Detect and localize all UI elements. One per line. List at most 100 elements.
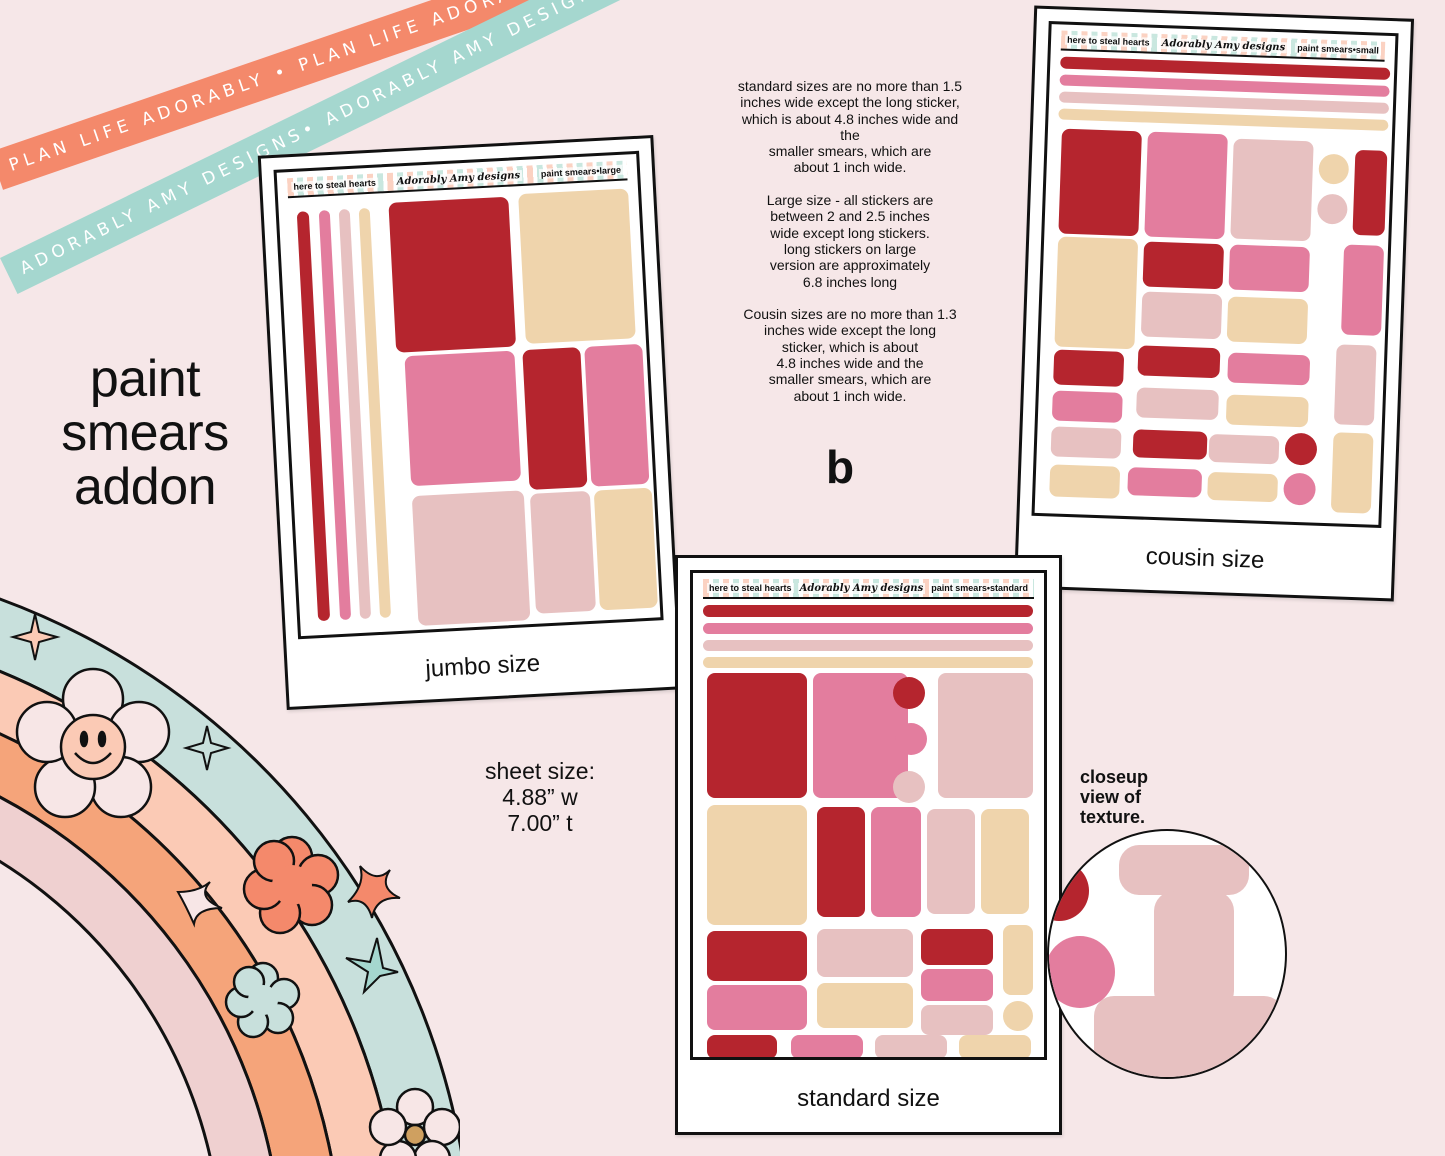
smear-red <box>388 196 517 353</box>
long-smear-tan <box>703 657 1033 668</box>
smear-tan-vertical-thin <box>1003 925 1033 995</box>
closeup-red-dot <box>1049 861 1089 921</box>
smear-pink-wide <box>1051 390 1123 423</box>
brand-logo: Adorably Amy designs <box>797 582 926 594</box>
smear-blush-wide <box>1050 426 1122 459</box>
orange-flower-icon <box>242 835 340 935</box>
sparkle-icon <box>182 725 232 771</box>
dot-blush <box>893 771 925 803</box>
smear-red <box>1058 128 1142 237</box>
long-smear-blush <box>703 640 1033 651</box>
teal-flower-icon <box>224 961 301 1039</box>
smear-pink-zigzag <box>1227 352 1311 386</box>
long-smear-red <box>703 605 1033 617</box>
smear-tan <box>1054 236 1139 350</box>
smear-red-vertical <box>522 347 588 490</box>
sheet-title-right: paint smears•large <box>538 164 624 180</box>
daisy-flower-icon <box>368 1087 460 1156</box>
dot-red <box>1284 432 1318 466</box>
smear-tan-zigzag <box>959 1035 1031 1057</box>
smear-red-zigzag <box>1137 345 1221 379</box>
rainbow-illustration <box>0 580 460 1156</box>
smear-tan-vertical <box>1330 432 1374 514</box>
dot-red <box>893 677 925 709</box>
cousin-size-card: here to steal hearts Adorably Amy design… <box>1013 5 1415 602</box>
smear-pink-wide <box>707 985 807 1030</box>
sheet-title-left: here to steal hearts <box>291 177 379 193</box>
smear-pink <box>1228 244 1311 293</box>
smear-blush-vertical <box>927 809 975 914</box>
smear-pink-vertical <box>1340 244 1385 336</box>
brand-logo: Adorably Amy designs <box>394 169 523 188</box>
star-icon <box>345 937 399 996</box>
smiley-flower-icon <box>15 667 171 819</box>
smear-red-small <box>921 929 993 965</box>
smear-pink-vertical <box>584 343 650 487</box>
sparkle-icon <box>347 865 401 919</box>
sheet-header: here to steal hearts Adorably Amy design… <box>703 579 1034 599</box>
smear-pink-small <box>921 969 993 1001</box>
closeup-blush-smear <box>1119 845 1249 895</box>
smear-blush-vertical <box>1333 344 1377 426</box>
size-description: standard sizes are no more than 1.5 inch… <box>737 78 963 404</box>
sheet-size-label: sheet size: 4.88” w 7.00” t <box>485 758 595 836</box>
jumbo-sticker-sheet: here to steal hearts Adorably Amy design… <box>273 150 664 640</box>
dot-pink <box>1283 472 1317 506</box>
standard-sticker-sheet: here to steal hearts Adorably Amy design… <box>690 570 1047 1060</box>
smear-red-zigzag <box>1132 429 1208 460</box>
smear-red-vertical <box>817 807 865 917</box>
sheet-title-left: here to steal hearts <box>707 583 794 593</box>
standard-size-card: here to steal hearts Adorably Amy design… <box>675 555 1062 1135</box>
long-smear-pink <box>703 623 1033 634</box>
smear-tan <box>518 188 636 344</box>
dot-tan <box>1003 1001 1033 1031</box>
smear-pink-zigzag <box>791 1035 863 1057</box>
smear-red-wide <box>1053 349 1125 387</box>
smear-pink-zigzag <box>1127 467 1203 498</box>
dot-tan <box>1318 153 1350 185</box>
smear-pink-vertical <box>871 807 921 917</box>
smear-red-wide <box>707 931 807 981</box>
smear-blush-vertical <box>529 490 597 614</box>
sheet-header: here to steal hearts Adorably Amy design… <box>1060 30 1386 62</box>
brand-logo: Adorably Amy designs <box>1159 37 1288 53</box>
smear-red-small <box>1352 149 1388 236</box>
closeup-label: closeup view of texture. <box>1080 767 1149 827</box>
dot-pink <box>895 723 927 755</box>
closeup-pink-dot <box>1049 936 1115 1008</box>
standard-size-caption: standard size <box>797 1085 940 1112</box>
smear-pink <box>1144 131 1228 240</box>
smear-tan-wide <box>817 983 913 1028</box>
smear-red <box>1142 241 1225 290</box>
texture-closeup <box>1047 829 1287 1079</box>
dot-blush <box>1316 193 1348 225</box>
smear-blush-zigzag <box>1208 433 1280 465</box>
smear-tan <box>1226 296 1309 345</box>
product-title: paint smears addon <box>61 350 229 516</box>
smear-pink <box>813 673 908 798</box>
variant-letter: b <box>826 441 855 493</box>
smear-blush-zigzag <box>1135 387 1219 421</box>
rainbow-svg <box>0 597 460 1156</box>
cousin-size-caption: cousin size <box>1145 542 1265 574</box>
smear-blush-zigzag <box>875 1035 947 1057</box>
sparkle-icon <box>176 881 223 928</box>
smear-blush <box>1230 138 1314 242</box>
smear-blush <box>938 673 1033 798</box>
smear-red <box>707 673 807 798</box>
cousin-sticker-sheet: here to steal hearts Adorably Amy design… <box>1031 21 1399 528</box>
sheet-title-right: paint smears•small <box>1295 42 1382 56</box>
closeup-blush-smear <box>1094 996 1284 1077</box>
sheet-title-right: paint smears•standard <box>929 583 1030 593</box>
smear-blush-wide <box>817 929 913 977</box>
smear-tan-vertical <box>981 809 1029 914</box>
closeup-blush-smear <box>1154 891 1234 1011</box>
smear-tan-vertical <box>593 487 658 611</box>
smear-pink <box>404 350 522 487</box>
smear-red-zigzag <box>707 1035 777 1057</box>
smear-blush-small <box>921 1005 993 1035</box>
smear-tan-zigzag <box>1207 471 1279 503</box>
smear-blush <box>1140 291 1223 340</box>
sparkle-icon <box>9 613 61 661</box>
smear-tan-wide <box>1049 464 1121 499</box>
